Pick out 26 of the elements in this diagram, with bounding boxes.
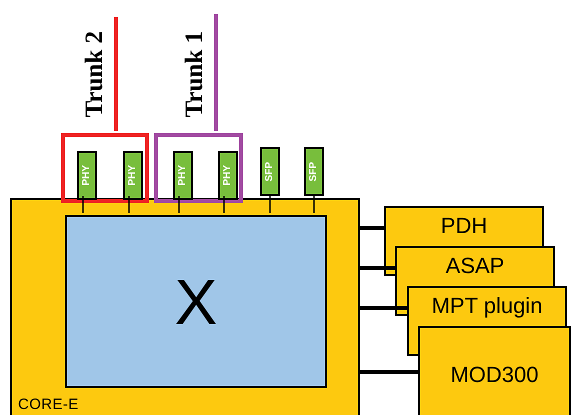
switch-matrix-box [65,215,327,388]
card-board [10,198,360,415]
port-module: SFP [304,147,324,196]
plugin-card: ASAP [395,246,555,286]
trunk-label: Trunk 1 [182,30,207,117]
connector-line [82,196,84,213]
plugin-card: PDH [384,206,544,246]
connector-line [360,370,418,374]
port-module: PHY [123,151,143,200]
trunk-label: Trunk 2 [82,30,107,117]
connector-line [360,226,384,230]
matrix-label: X [174,270,218,334]
plugin-card: MOD300 [418,326,571,415]
connector-line [313,196,315,213]
plugin-card: MPT plugin [407,286,567,326]
connector-line [269,196,271,213]
port-module: PHY [173,151,193,200]
card-label: CORE-E [18,395,79,415]
port-module: PHY [218,151,238,200]
port-module: PHY [77,151,97,200]
connector-line [178,196,180,213]
connector-line [128,196,130,213]
connector-line [223,196,225,213]
connector-line [360,306,407,310]
port-module: SFP [260,147,280,196]
connector-line [360,266,395,270]
